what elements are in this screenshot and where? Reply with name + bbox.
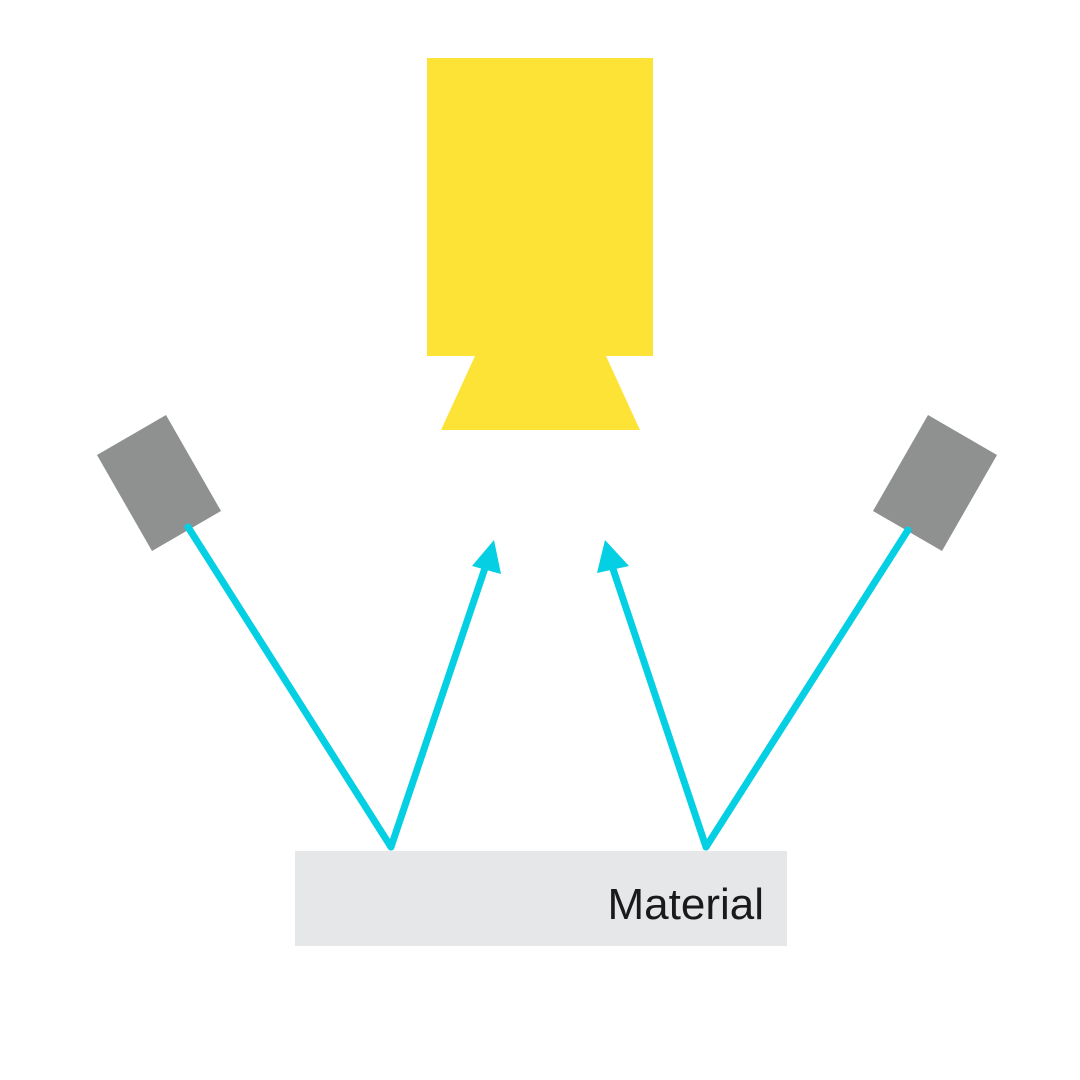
right-incident-ray xyxy=(702,526,912,851)
left-incident-ray xyxy=(184,523,395,851)
material-block xyxy=(295,851,787,946)
material-label: Material xyxy=(608,880,765,929)
camera-body xyxy=(427,58,653,356)
right-light-source-icon xyxy=(873,415,997,551)
camera-icon xyxy=(427,58,653,430)
right-reflected-ray xyxy=(608,562,710,851)
left-reflected-arrowhead xyxy=(472,540,501,574)
left-light-source-icon xyxy=(97,415,221,551)
camera-lens xyxy=(441,356,640,430)
right-reflected-arrowhead xyxy=(597,540,629,573)
left-reflected-ray xyxy=(387,561,490,851)
